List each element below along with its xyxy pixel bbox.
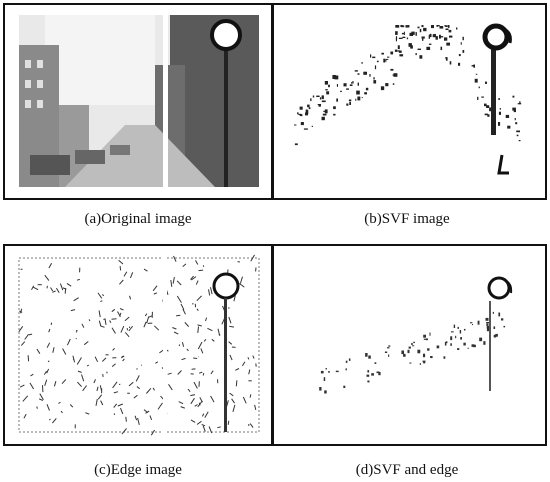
edge-image — [5, 246, 271, 444]
original-image — [5, 5, 271, 198]
panel-caption-b: (b)SVF image — [364, 211, 450, 227]
panel-caption-d: (d)SVF and edge — [355, 462, 459, 478]
original-image-panel — [3, 3, 273, 200]
svf-image-panel — [272, 3, 547, 200]
panel-caption-a: (a)Original image — [84, 211, 192, 227]
edge-image-panel — [3, 244, 273, 446]
svf-and-edge-image — [274, 246, 545, 444]
svf-edge-panel — [272, 244, 547, 446]
panel-caption-c: (c)Edge image — [94, 462, 182, 478]
svf-image — [274, 5, 545, 198]
